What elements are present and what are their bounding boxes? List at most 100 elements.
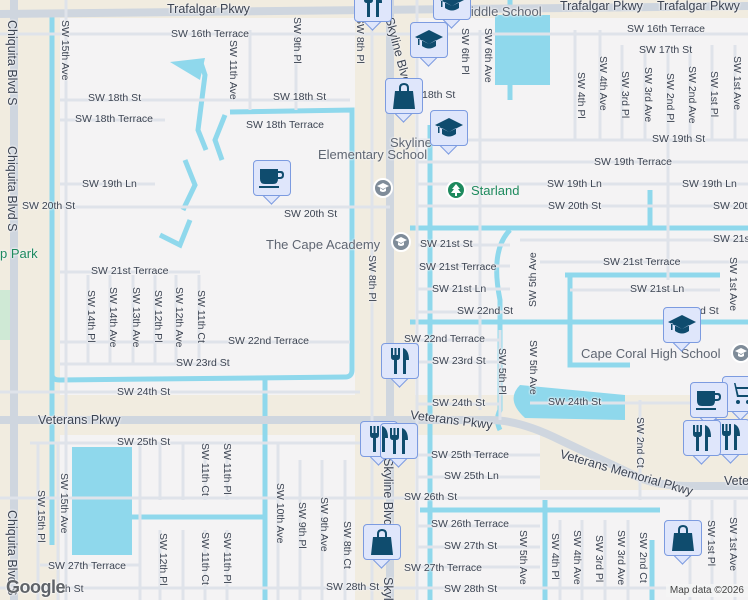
place-label-starland[interactable]: Starland	[471, 183, 520, 198]
road-label-sw-18th-terrace: SW 18th Terrace	[246, 119, 325, 131]
road-label-sw-17th-st: SW 17th St	[639, 44, 693, 56]
road-label-sw-5th-ave: SW 5th Ave	[517, 530, 529, 585]
school-pin[interactable]	[731, 343, 748, 363]
graduation-cap-icon	[395, 237, 407, 246]
road-label-sw-11th-ave: SW 11th Ave	[227, 40, 239, 100]
road-label-chiquita-blvd-s: Chiquita Blvd S	[5, 146, 19, 232]
road-label-sw-2nd-ct: SW 2nd Ct	[634, 417, 646, 468]
shopping-bag-icon	[371, 529, 393, 555]
road-label-sw-15th-ave: SW 15th Ave	[58, 473, 70, 534]
place-label-park[interactable]: p Park	[0, 246, 38, 261]
road-label-sw-25th-st: SW 25th St	[117, 436, 171, 448]
road-label-sw-28th-st: SW 28th St	[444, 583, 498, 595]
school-pin[interactable]	[373, 178, 393, 198]
marker-shopping[interactable]	[664, 520, 702, 566]
marker-school[interactable]	[410, 22, 448, 68]
road-label-sw-6th-pl: SW 6th Pl	[459, 28, 471, 75]
place-label-cape-coral-high-school[interactable]: Cape Coral High School	[581, 346, 721, 361]
road-label-trafalgar-pkwy: Trafalgar Pkwy	[560, 0, 643, 13]
road-label-sw-21st-ln: SW 21st Ln	[432, 283, 487, 295]
road-label-sw-3rd-ave: SW 3rd Ave	[615, 530, 627, 586]
shopping-bag-icon	[672, 525, 694, 551]
road-label-sw-23rd-st: SW 23rd St	[432, 355, 486, 367]
road-label-sw-18th-st: 18th St	[422, 89, 456, 101]
road-label-sw-11th-ct: SW 11th Ct	[199, 443, 211, 496]
road-label-sw-18th-st: SW 18th St	[273, 91, 327, 103]
road-label-sw-18th-st: SW 18th St	[88, 92, 142, 104]
marker-cafe[interactable]	[253, 160, 291, 206]
marker-restaurant[interactable]	[381, 343, 419, 389]
road-label-sw-8th-pl: SW 8th Pl	[366, 255, 378, 302]
road-label-sw-3rd-ave: SW 3rd Ave	[642, 67, 654, 123]
road-label-sw-12th-ave: SW 12th Ave	[173, 287, 185, 348]
road-label-sw-21st-st: SW 21st	[713, 233, 748, 245]
graduation-cap-icon	[435, 118, 463, 137]
road-label-sw-1st-pl: SW 1st Pl	[705, 520, 717, 567]
road-label-sw-4th-ave: SW 4th Ave	[571, 530, 583, 585]
place-label-skyline-elementary[interactable]: Skyline	[390, 135, 432, 150]
road-label-sw-13th-ave: SW 13th Ave	[130, 287, 142, 348]
marker-restaurant[interactable]	[683, 420, 721, 466]
fork-knife-icon	[391, 348, 409, 374]
road-label-sw-15th-pl: SW 15th Pl	[35, 490, 47, 543]
road-label-sw-20th-st: SW 20th St	[713, 200, 748, 212]
marker-school[interactable]	[433, 0, 471, 30]
fork-knife-icon	[722, 424, 740, 450]
graduation-cap-icon	[735, 348, 747, 357]
marker-restaurant[interactable]	[354, 0, 392, 32]
marker-shopping[interactable]	[363, 524, 401, 570]
marker-cafe[interactable]	[690, 382, 728, 428]
marker-school[interactable]	[430, 110, 468, 156]
road-label-sw-11th-ct: SW 11th Ct	[199, 532, 211, 585]
marker-restaurant[interactable]	[380, 423, 418, 469]
road-label-sw-19th-ln: SW 19th Ln	[82, 178, 137, 190]
road-label-sw-16th-terrace: SW 16th Terrace	[627, 23, 706, 35]
graduation-cap-icon	[415, 30, 443, 49]
road-label-sw-3rd-pl: SW 3rd Pl	[619, 71, 631, 119]
road-label-sw-27th-terrace: SW 27th Terrace	[404, 562, 483, 574]
road-label-sw-22nd-st: SW 22nd St	[457, 305, 514, 317]
road-label-sw-11th-pl: SW 11th Pl	[221, 532, 233, 584]
place-label-challenger-middle-school[interactable]: Middle School	[460, 4, 542, 19]
road-label-sw-4th-ave: SW 4th Ave	[597, 56, 609, 111]
map-attribution[interactable]: Map data ©2026	[665, 584, 748, 597]
coffee-cup-icon	[259, 169, 284, 188]
park-pin[interactable]	[446, 180, 466, 200]
road-label-sw-1st-pl: SW 1st Pl	[708, 71, 720, 118]
road-label-veterans-pkwy: Veterans Pkwy	[38, 413, 121, 427]
road-label-sw-3rd-pl: SW 3rd Pl	[593, 535, 605, 583]
graduation-cap-icon	[668, 315, 696, 334]
road-label-sw-9th-pl: SW 9th Pl	[296, 502, 308, 549]
tree-icon	[451, 184, 461, 196]
road-label-sw-24th-st: SW 24th St	[548, 396, 602, 408]
road-label-sw-27th-st: SW 27th St	[444, 540, 498, 552]
road-label-sw-1st-ave: SW 1st Ave	[731, 56, 743, 111]
shopping-cart-icon	[729, 383, 748, 404]
fork-knife-icon	[390, 428, 408, 454]
road-label-sw-2nd-ave: SW 2nd Ave	[686, 66, 698, 124]
road-label-sw-27th-terrace: SW 27th Terrace	[48, 560, 127, 572]
road-label-sw-1st-ave: SW 1st Ave	[727, 517, 739, 572]
place-label-skyline-elementary[interactable]: Elementary School	[318, 147, 428, 162]
fork-knife-icon	[370, 426, 388, 452]
place-label-the-cape-academy[interactable]: The Cape Academy	[266, 237, 381, 252]
road-label-sw-19th-ln: SW 19th Ln	[547, 178, 602, 190]
road-label-sw-1st-ave: SW 1st Ave	[727, 257, 739, 312]
road-label-sw-24th-st: SW 24th St	[117, 386, 171, 398]
road-label-sw-16th-terrace: SW 16th Terrace	[171, 28, 250, 40]
marker-school[interactable]	[663, 307, 701, 353]
road-label-sw-12th-pl: SW 12th Pl	[157, 533, 169, 586]
road-label-sw-15th-ave: SW 15th Ave	[59, 20, 71, 81]
road-label-sw-21st-terrace: SW 21st Terrace	[603, 256, 681, 268]
road-label-sw-28th-st: SW 28th St	[326, 581, 380, 593]
school-pin[interactable]	[391, 232, 411, 252]
road-label-sw-24th-st: SW 24th St	[432, 397, 486, 409]
road-label-sw-28th-st: th St	[62, 583, 84, 595]
road-label-sw-25th-terrace: SW 25th Terrace	[431, 449, 510, 461]
marker-shopping[interactable]	[385, 78, 423, 124]
road-label-sw-5th-ave: SW 5th Ave	[527, 340, 539, 395]
graduation-cap-icon	[440, 0, 464, 11]
road-label-sw-21st-terrace: SW 21st Terrace	[91, 265, 169, 277]
